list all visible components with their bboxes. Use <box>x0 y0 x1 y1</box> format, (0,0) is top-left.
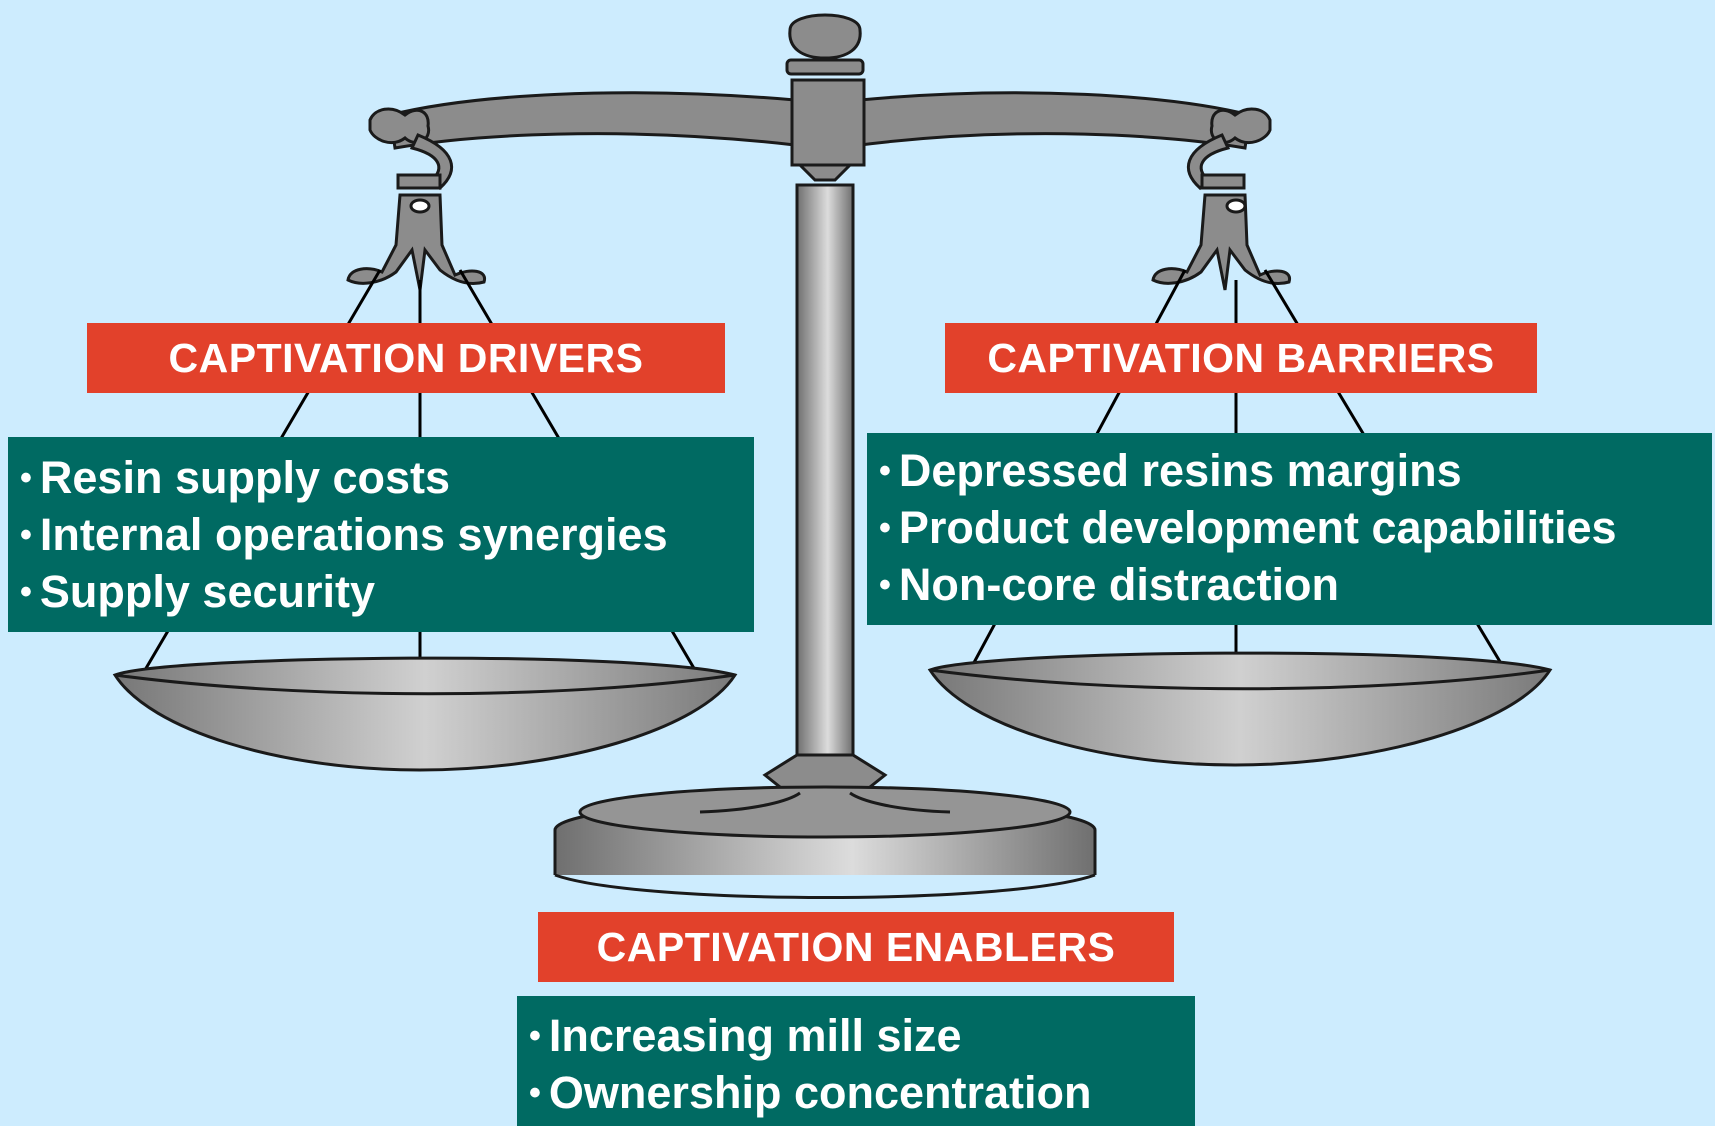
list-item: Product development capabilities <box>879 499 1712 556</box>
captivation-drivers-panel: Resin supply costs Internal operations s… <box>8 437 754 632</box>
barriers-list: Depressed resins margins Product develop… <box>879 442 1712 613</box>
right-beam-knob <box>1209 107 1272 144</box>
list-item: Resin supply costs <box>20 449 754 506</box>
left-scale-pan <box>112 656 738 772</box>
list-item: Ownership concentration <box>529 1064 1195 1121</box>
list-item: Internal operations synergies <box>20 506 754 563</box>
enablers-list: Increasing mill size Ownership concentra… <box>529 1007 1195 1121</box>
left-beam-knob <box>368 107 431 144</box>
right-scale-pan <box>927 651 1553 767</box>
scale-finial <box>788 13 862 60</box>
captivation-barriers-header: CAPTIVATION BARRIERS <box>945 323 1537 393</box>
captivation-drivers-header: CAPTIVATION DRIVERS <box>87 323 725 393</box>
captivation-enablers-panel: Increasing mill size Ownership concentra… <box>517 996 1195 1126</box>
captivation-enablers-header: CAPTIVATION ENABLERS <box>538 912 1174 982</box>
drivers-list: Resin supply costs Internal operations s… <box>20 449 754 620</box>
scale-column <box>795 183 855 757</box>
captivation-barriers-panel: Depressed resins margins Product develop… <box>867 433 1712 625</box>
list-item: Increasing mill size <box>529 1007 1195 1064</box>
list-item: Depressed resins margins <box>879 442 1712 499</box>
scale-beam <box>388 91 797 150</box>
list-item: Non-core distraction <box>879 556 1712 613</box>
list-item: Supply security <box>20 563 754 620</box>
